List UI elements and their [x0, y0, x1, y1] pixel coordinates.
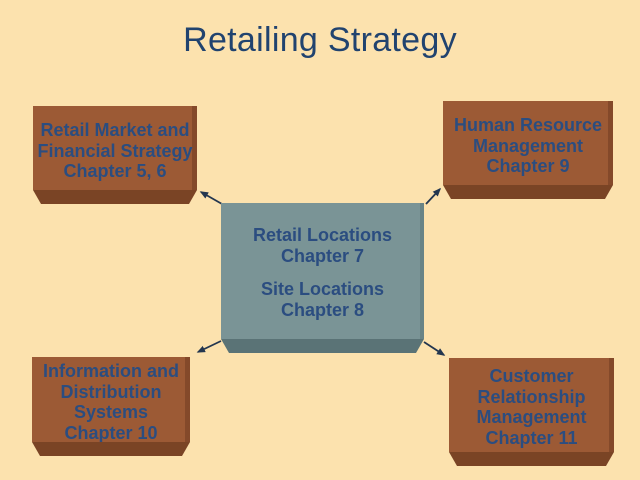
box-text-line: Management — [476, 407, 587, 427]
box-text-line: Chapter 11 — [485, 427, 578, 448]
box-customer-relationship: Customer Relationship Management Chapter… — [449, 358, 614, 466]
box-text-line: Chapter 10 — [64, 422, 158, 443]
box-retail-site-locations-face: Retail Locations Chapter 7 Site Location… — [221, 203, 424, 339]
box-information-distribution: Information and Distribution Systems Cha… — [32, 357, 190, 456]
box-3d-base — [221, 339, 424, 353]
box-text-line: Customer — [489, 366, 574, 386]
box-3d-base — [449, 452, 614, 466]
arrow-to-information-distribution — [196, 340, 222, 353]
box-text-line: Chapter 9 — [486, 156, 570, 176]
slide-title: Retailing Strategy — [183, 21, 457, 59]
box-text-line: Distribution — [60, 381, 162, 402]
arrow-to-human-resource — [425, 187, 442, 205]
box-text-line: Retail Market and — [40, 120, 190, 140]
box-text-line: Information and — [43, 361, 179, 381]
box-text-line: Chapter 5, 6 — [63, 161, 167, 181]
box-customer-relationship-face: Customer Relationship Management Chapter… — [449, 358, 614, 452]
box-text-line: Systems — [73, 402, 149, 422]
box-text-line: Management — [472, 135, 584, 156]
box-retail-site-locations: Retail Locations Chapter 7 Site Location… — [221, 203, 424, 353]
box-information-distribution-face: Information and Distribution Systems Cha… — [32, 357, 190, 443]
arrow-to-retail-market — [199, 191, 223, 205]
box-text-line: Retail Locations — [252, 225, 393, 245]
box-human-resource: Human Resource Management Chapter 9 — [443, 101, 613, 199]
box-text-line: Financial Strategy — [37, 140, 193, 161]
box-text-line: Site Locations — [260, 279, 385, 299]
box-text-line: Chapter 7 — [280, 245, 365, 266]
box-retail-market-face: Retail Market and Financial Strategy Cha… — [33, 106, 197, 190]
box-text-line: Relationship — [477, 386, 586, 407]
box-3d-base — [33, 190, 197, 204]
box-text-line: Human Resource — [453, 115, 603, 135]
box-human-resource-face: Human Resource Management Chapter 9 — [443, 101, 613, 185]
box-retail-market: Retail Market and Financial Strategy Cha… — [33, 106, 197, 204]
box-3d-base — [32, 442, 190, 456]
arrow-to-customer-relationship — [423, 341, 446, 356]
box-text-line: Chapter 8 — [280, 299, 365, 320]
box-3d-base — [443, 185, 613, 199]
